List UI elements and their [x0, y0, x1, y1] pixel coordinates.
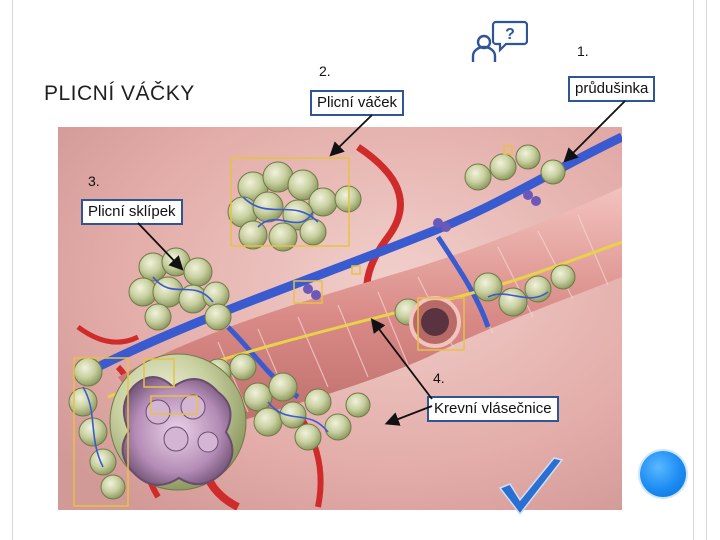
label-alveolar-sac: Plicní váček	[310, 90, 405, 116]
help-person-icon[interactable]: ?	[468, 20, 528, 64]
label-alveolus: Plicní sklípek	[81, 199, 183, 225]
label-number-2: 2.	[319, 63, 331, 79]
checkmark-icon[interactable]	[498, 456, 564, 518]
label-bronchiole: průdušinka	[568, 76, 656, 102]
label-number-3: 3.	[88, 173, 100, 189]
slide-title: PLICNÍ VÁČKY	[44, 82, 195, 105]
frame-line-right-2	[706, 0, 707, 540]
frame-line-left	[12, 0, 13, 540]
label-capillary: Krevní vlásečnice	[427, 396, 559, 422]
frame-line-right-1	[693, 0, 694, 540]
blue-circle-button[interactable]	[640, 451, 686, 497]
svg-text:?: ?	[505, 26, 515, 43]
alveolar-sac-cross-section	[109, 353, 247, 491]
label-number-1: 1.	[577, 43, 589, 59]
label-number-4: 4.	[433, 370, 445, 386]
lung-alveoli-illustration	[58, 127, 622, 510]
